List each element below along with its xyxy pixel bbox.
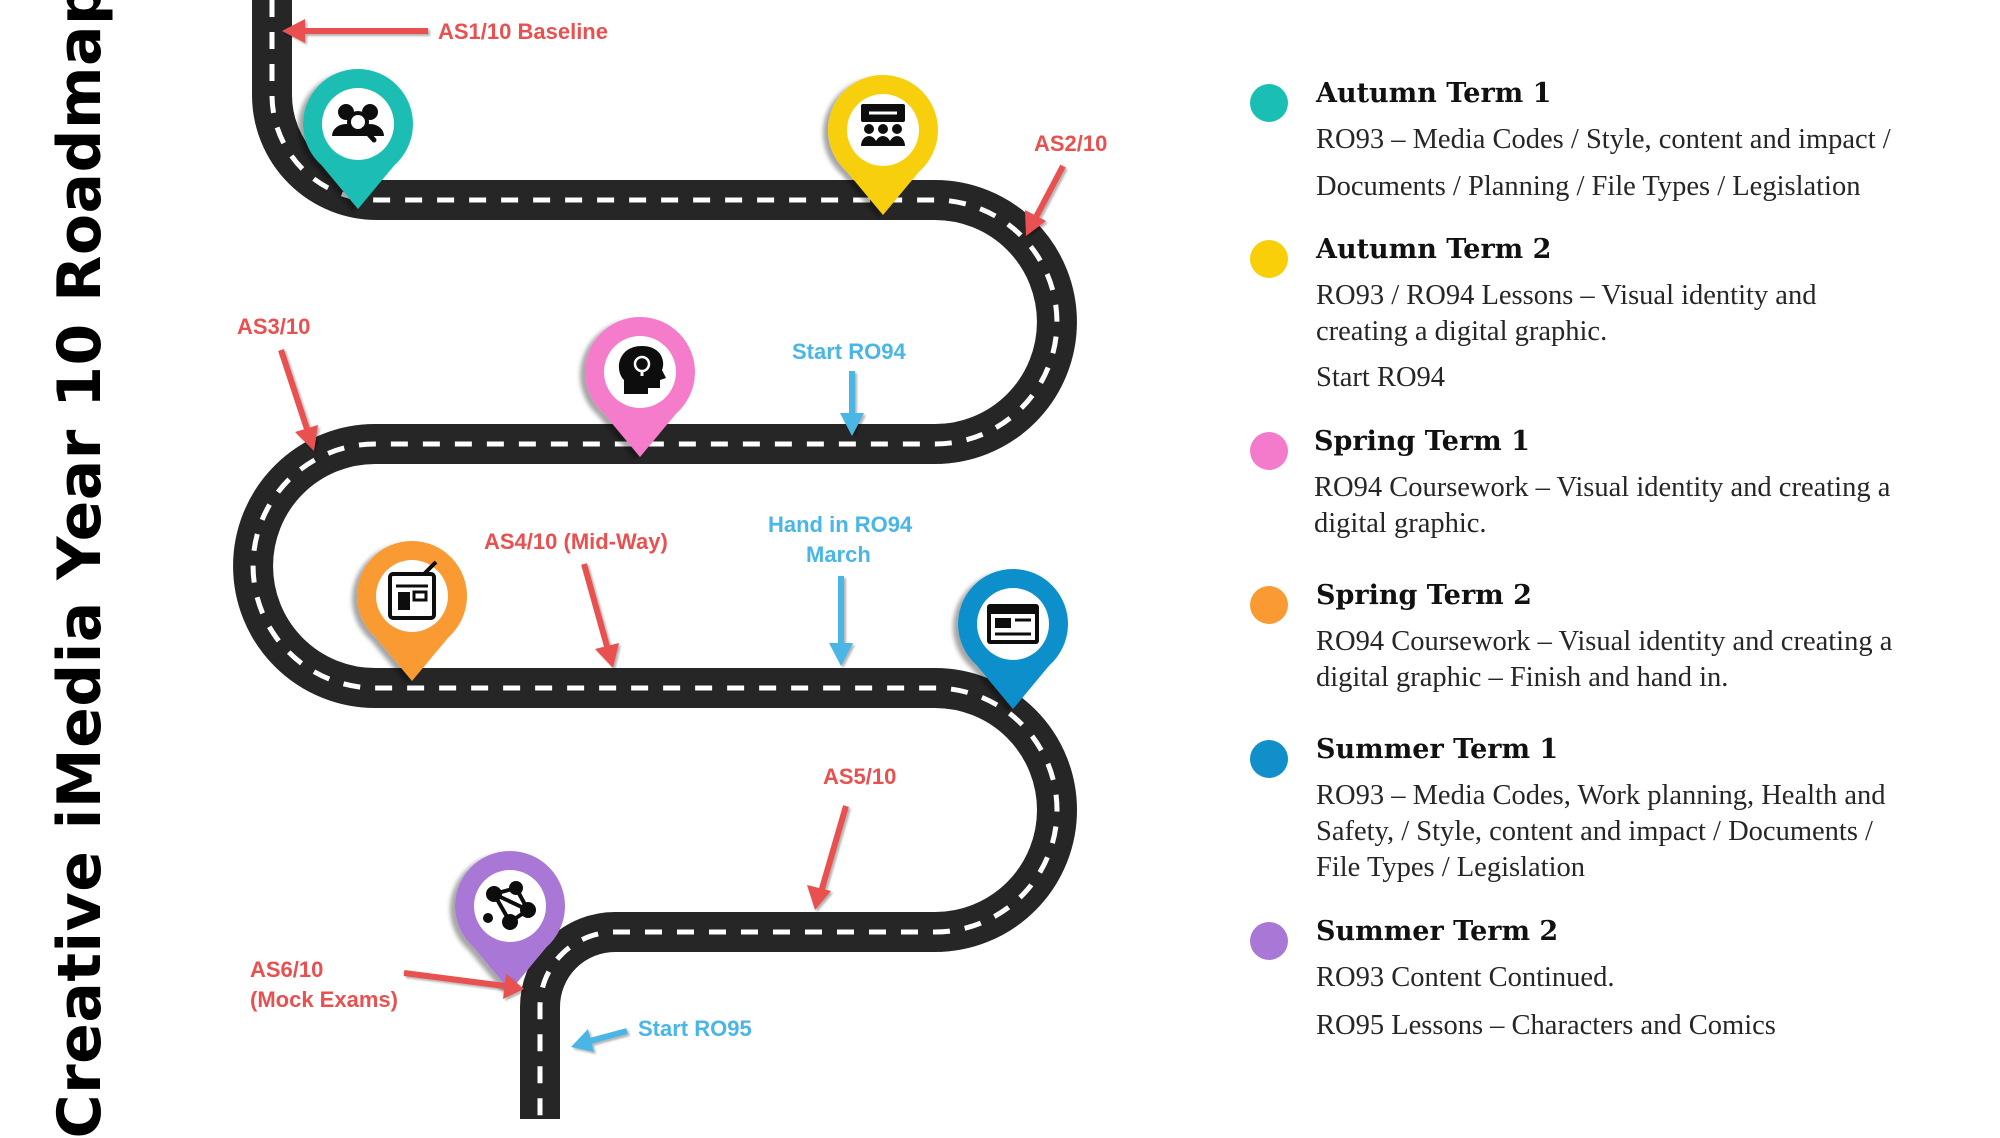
term-description-line: digital graphic. [1314,508,1487,539]
network-nodes-icon [483,881,536,930]
map-pin [455,851,565,991]
term-heading: Autumn Term 1 [1316,78,1552,109]
presentation-audience-icon [861,104,905,146]
as5-arrow [807,805,849,910]
term-color-dot [1250,922,1288,960]
web-browser-icon [987,604,1039,644]
term-heading: Spring Term 1 [1314,426,1530,457]
hand-in-ro94-label: Hand in RO94 [768,512,913,537]
map-pin [585,317,695,457]
blueprint-icon [388,560,438,620]
head-idea-icon [618,346,666,394]
start-ro95-label: Start RO95 [638,1016,752,1041]
road-labels: AS1/10 Baseline AS2/10 AS3/10 Start RO94… [237,19,1107,1041]
annotation-arrows [278,19,1066,1052]
start-ro95-arrow [571,1028,628,1052]
as6-sub-label: (Mock Exams) [250,987,398,1012]
as2-arrow [1025,164,1066,236]
term-heading: Autumn Term 2 [1316,234,1552,265]
map-pin [828,75,938,215]
term-color-dot [1250,586,1288,624]
as6-arrow [403,970,524,999]
term-color-dot [1250,740,1288,778]
term-color-dot [1250,240,1288,278]
term-color-dot [1250,432,1288,470]
term-description-line: RO93 – Media Codes, Work planning, Healt… [1316,780,1886,811]
start-ro94-label: Start RO94 [792,339,906,364]
term-description-line: File Types / Legislation [1316,852,1585,883]
as5-label: AS5/10 [823,764,896,789]
hand-in-ro94-arrow [829,576,853,666]
term-description-line: RO93 – Media Codes / Style, content and … [1316,124,1891,155]
winding-road [233,0,1077,1119]
as6-label: AS6/10 [250,957,323,982]
as4-arrow [581,563,619,668]
term-description-line: RO95 Lessons – Characters and Comics [1316,1010,1776,1041]
people-search-icon [332,104,384,143]
hand-in-month-label: March [806,542,871,567]
term-heading: Summer Term 2 [1316,916,1559,947]
term-description-line: Documents / Planning / File Types / Legi… [1316,171,1861,202]
as4-label: AS4/10 (Mid-Way) [484,529,668,554]
as1-arrow [282,19,428,43]
term-description-line: Start RO94 [1316,362,1446,393]
as3-label: AS3/10 [237,314,310,339]
term-description-line: creating a digital graphic. [1316,316,1608,347]
term-description-line: RO94 Coursework – Visual identity and cr… [1316,626,1893,657]
term-heading: Spring Term 2 [1316,580,1532,611]
term-description-line: RO94 Coursework – Visual identity and cr… [1314,472,1891,503]
map-pin [357,541,467,681]
term-description-line: digital graphic – Finish and hand in. [1316,662,1729,693]
as3-arrow [278,349,318,451]
term-legend: Autumn Term 1 RO93 – Media Codes / Style… [1250,0,1990,1119]
map-pin [303,69,413,209]
as1-label: AS1/10 Baseline [438,19,608,44]
term-description-line: Safety, / Style, content and impact / Do… [1316,816,1873,847]
term-markers [303,69,1068,991]
term-description-line: RO93 Content Continued. [1316,962,1615,993]
as2-label: AS2/10 [1034,131,1107,156]
term-color-dot [1250,84,1288,122]
start-ro94-arrow [840,371,864,436]
map-pin-center [376,560,448,632]
term-heading: Summer Term 1 [1316,734,1559,765]
map-pin-center [474,870,546,942]
map-pin [958,569,1068,709]
term-description-line: RO93 / RO94 Lessons – Visual identity an… [1316,280,1817,311]
